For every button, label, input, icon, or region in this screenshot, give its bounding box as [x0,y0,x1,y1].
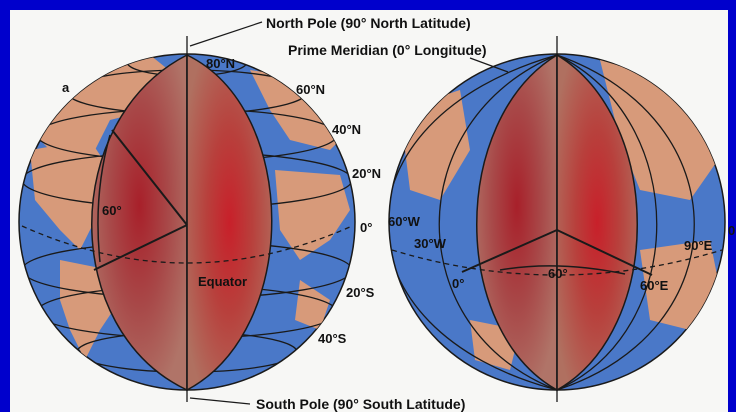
right-globe [388,53,726,392]
right-angle-line-west [461,229,558,273]
latitude-80n-label: 80°N [206,56,235,71]
left-cutaway-west [91,53,188,392]
left-cutaway-east [186,53,273,392]
equator-label: Equator [198,274,247,289]
longitude-60e-label: 60°E [640,278,669,293]
longitude-60w-label: 60°W [388,214,421,229]
north-pole-leader [189,21,263,47]
right-angle-label: 60° [548,266,568,281]
left-angle-label: 60° [102,203,122,218]
right-angle-arc [499,265,626,275]
prime-meridian-label: Prime Meridian (0° Longitude) [288,42,487,58]
latitude-40n-label: 40°N [332,122,361,137]
longitude-90e-label: 90°E [684,238,713,253]
right-equator-line [391,249,723,276]
latitude-0-label: 0° [360,220,372,235]
longitude-0-label: 0° [452,276,464,291]
edge-fragment-label: 0 [728,223,735,238]
latitude-40s-label: 40°S [318,331,347,346]
right-angle-line-east [556,229,653,276]
right-cutaway-west [476,53,558,392]
latitude-20s-label: 20°S [346,285,375,300]
left-angle-arc [97,134,111,263]
right-longitude-lines [389,54,695,390]
south-pole-label: South Pole (90° South Latitude) [256,396,465,412]
south-pole-leader [189,397,251,405]
prime-meridian-leader [469,57,509,73]
panel-a-label: a [62,80,70,95]
latitude-60n-label: 60°N [296,82,325,97]
left-angle-line-upper [111,129,188,226]
longitude-30w-label: 30°W [414,236,447,251]
left-equator-line [21,225,353,264]
right-cutaway-east [556,53,638,392]
latitude-20n-label: 20°N [352,166,381,181]
left-angle-line-lower [93,224,188,271]
north-pole-label: North Pole (90° North Latitude) [266,15,471,31]
